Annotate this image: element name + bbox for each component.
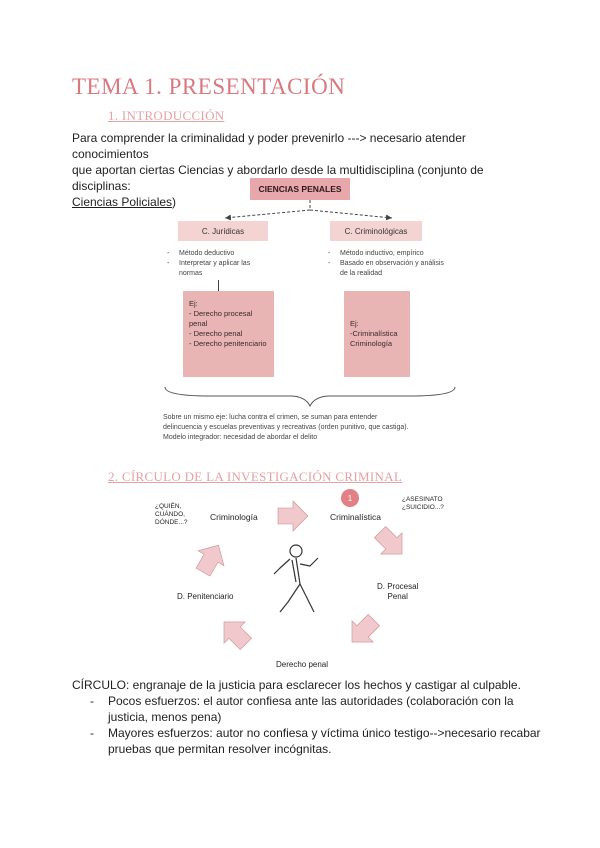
note-line: Modelo integrador: necesidad de abordar … xyxy=(163,433,463,443)
note-line: delincuencia y escuelas preventivas y re… xyxy=(163,423,463,433)
quien-line: ¿QUIÉN, xyxy=(155,503,188,511)
juridicas-point: Método deductivo xyxy=(165,249,275,259)
circulo-list: Pocos esfuerzos: el autor confiesa ante … xyxy=(72,693,542,757)
section-heading-2: 2. CÍRCULO DE LA INVESTIGACIÓN CRIMINAL xyxy=(108,469,402,485)
example-line: - Derecho procesal penal xyxy=(189,309,268,329)
criminologicas-box: C. Criminológicas xyxy=(330,221,422,241)
circulo-text: engranaje de la justicia para esclarecer… xyxy=(129,678,521,692)
label-penitenciario: D. Penitenciario xyxy=(177,592,233,601)
circulo-label: CÍRCULO: xyxy=(72,678,129,692)
investigation-cycle-diagram: 1 xyxy=(150,484,470,674)
criminologicas-points: Método inductivo, empírico Basado en obs… xyxy=(326,249,446,279)
criminologicas-point: Método inductivo, empírico xyxy=(326,249,446,259)
quien-line: DÓNDE...? xyxy=(155,519,188,527)
circulo-item: Mayores esfuerzos: autor no confiesa y v… xyxy=(72,725,542,757)
intro-line-1: Para comprender la criminalidad y poder … xyxy=(72,130,542,162)
juridicas-points: Método deductivo Interpretar y aplicar l… xyxy=(165,249,275,279)
page-title: TEMA 1. PRESENTACIÓN xyxy=(72,74,345,100)
juridicas-box: C. Jurídicas xyxy=(178,221,268,241)
procesal-line: Penal xyxy=(377,592,418,602)
example-line: Criminología xyxy=(350,339,404,349)
arrow-right xyxy=(278,501,308,531)
step-number: 1 xyxy=(348,494,353,503)
example-line: - Derecho penal xyxy=(189,329,268,339)
label-penal: Derecho penal xyxy=(276,660,328,669)
procesal-line: D. Procesal xyxy=(377,582,418,592)
label-procesal: D. Procesal Penal xyxy=(377,582,418,602)
example-line: -Criminalística xyxy=(350,329,404,339)
circulo-item: Pocos esfuerzos: el autor confiesa ante … xyxy=(72,693,542,725)
ciencias-penales-box: CIENCIAS PENALES xyxy=(250,178,350,200)
criminologicas-point: Basado en observación y análisis de la r… xyxy=(326,259,446,279)
arrow-up-left xyxy=(213,611,256,654)
juridicas-examples: Ej: - Derecho procesal penal - Derecho p… xyxy=(183,291,274,377)
curly-brace xyxy=(160,382,460,412)
juridicas-point: Interpretar y aplicar las normas xyxy=(165,259,275,279)
body-outline xyxy=(274,545,318,612)
arrow-up xyxy=(190,538,231,580)
label-criminalistica: Criminalística xyxy=(330,512,381,522)
arrow-down-left xyxy=(341,609,384,652)
asesinato-line: ¿SUICIDIO...? xyxy=(402,504,444,512)
example-line: - Derecho penitenciario xyxy=(189,339,268,349)
criminologicas-examples: Ej: -Criminalística Criminología xyxy=(344,291,410,377)
asesinato-line: ¿ASESINATO xyxy=(402,496,444,504)
label-quien: ¿QUIÉN, CUÁNDO, DÓNDE...? xyxy=(155,503,188,527)
intro-link: Ciencias Policiales xyxy=(72,195,172,209)
label-asesinato: ¿ASESINATO ¿SUICIDIO...? xyxy=(402,496,444,512)
example-line: Ej: xyxy=(189,299,268,309)
diagram-note: Sobre un mismo eje: lucha contra el crim… xyxy=(163,413,463,443)
section-heading-1: 1. INTRODUCCIÓN xyxy=(108,108,224,124)
example-line: Ej: xyxy=(350,319,404,329)
quien-line: CUÁNDO, xyxy=(155,511,188,519)
note-line: Sobre un mismo eje: lucha contra el crim… xyxy=(163,413,463,423)
arrow-down-right xyxy=(369,521,412,564)
label-criminologia: Criminología xyxy=(210,512,258,522)
circulo-section: CÍRCULO: engranaje de la justicia para e… xyxy=(72,677,542,757)
